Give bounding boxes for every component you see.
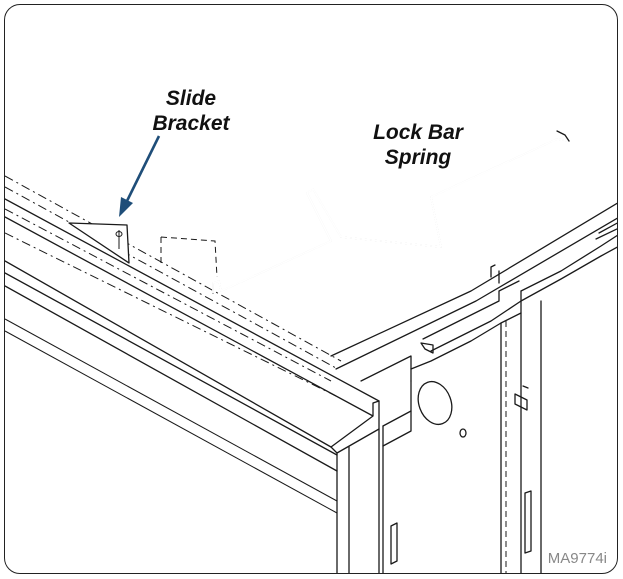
lock-bar-spring-label-line2: Spring	[384, 146, 452, 169]
installation-drawing	[5, 130, 617, 573]
slide-bracket-label-line1: Slide	[165, 87, 217, 110]
slide-bracket-label: Slide Bracket	[121, 86, 261, 136]
slide-bracket	[68, 222, 218, 278]
bracket-screw	[115, 231, 123, 237]
lock-bar-spring-label: Lock Bar Spring	[343, 120, 493, 170]
top-panel	[5, 175, 617, 397]
knockout-hole	[417, 380, 453, 426]
slide-bracket-label-line2: Bracket	[152, 112, 230, 135]
figure-id: MA9774i	[547, 550, 607, 567]
front-rail	[5, 198, 380, 514]
lock-bar-spring	[212, 130, 570, 294]
slide-bracket-arrow	[119, 135, 161, 217]
lock-bar-spring-label-line1: Lock Bar	[373, 121, 463, 144]
diagram-frame: Slide Bracket Lock Bar Spring MA9774i	[4, 4, 618, 574]
cabinet-side	[336, 222, 617, 573]
